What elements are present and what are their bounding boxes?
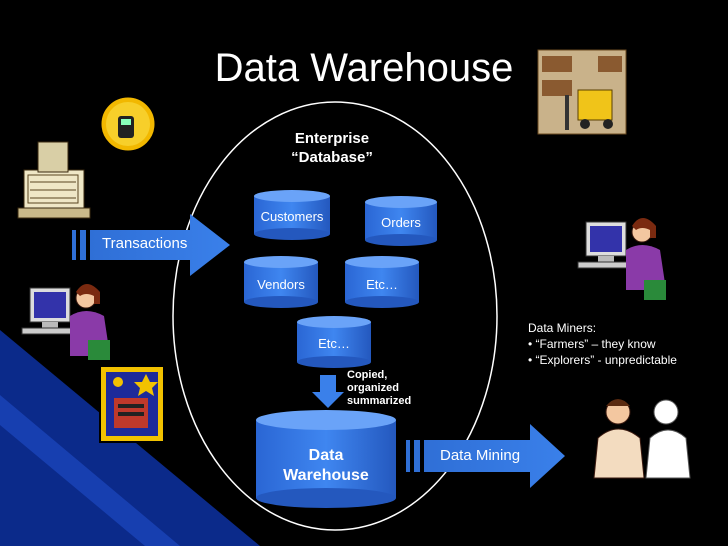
data-miners-note: Data Miners: • “Farmers” – they know • “…: [528, 320, 677, 368]
db-label-etc-1: Etc…: [366, 277, 398, 292]
db-cylinder-customers: [254, 190, 330, 240]
cellphone-icon: [98, 94, 158, 154]
corner-slash-highlight: [0, 395, 180, 546]
woman-computer-icon: [21, 284, 110, 360]
db-label-customers: Customers: [260, 209, 324, 224]
warehouse-line-2: Warehouse: [283, 467, 369, 484]
copied-note: Copied, organized summarized: [347, 369, 411, 408]
data-miners-item-farmers: • “Farmers” – they know: [528, 337, 656, 351]
enterprise-line-1: Enterprise: [294, 130, 370, 147]
data-miners-item-explorers: • “Explorers” - unpredictable: [528, 353, 677, 367]
enterprise-ellipse: [172, 101, 498, 531]
data-warehouse-cylinder: [256, 410, 396, 508]
data-mining-label: Data Mining: [440, 447, 521, 464]
transactions-arrow: [72, 214, 230, 276]
data-mining-arrow: [406, 424, 565, 488]
db-cylinder-etc-1: [345, 256, 419, 308]
businessmen-icon: [593, 399, 691, 479]
enterprise-line-2: “Database”: [291, 149, 373, 166]
transactions-label: Transactions: [102, 235, 188, 252]
copied-line-2: organized: [347, 382, 399, 394]
db-label-orders: Orders: [381, 215, 421, 230]
db-label-vendors: Vendors: [257, 277, 305, 292]
enterprise-label: Enterprise “Database”: [262, 129, 402, 167]
db-label-etc-2: Etc…: [318, 336, 350, 351]
data-miners-heading: Data Miners:: [528, 321, 597, 335]
copy-down-arrow: [312, 375, 344, 408]
page-title: Data Warehouse: [214, 46, 514, 90]
db-cylinder-orders: [365, 196, 437, 246]
warehouse-line-1: Data: [308, 447, 344, 464]
woman-computer-icon: [577, 218, 666, 300]
warehouse-forklift-icon: [537, 49, 627, 135]
db-cylinder-etc-2: [297, 316, 371, 368]
copied-line-3: summarized: [347, 395, 412, 407]
warehouse-label: Data Warehouse: [256, 446, 396, 486]
copied-line-1: Copied,: [347, 369, 388, 381]
cash-register-icon: [17, 141, 91, 219]
db-cylinder-vendors: [244, 256, 318, 308]
fax-phone-icon: [99, 365, 165, 443]
